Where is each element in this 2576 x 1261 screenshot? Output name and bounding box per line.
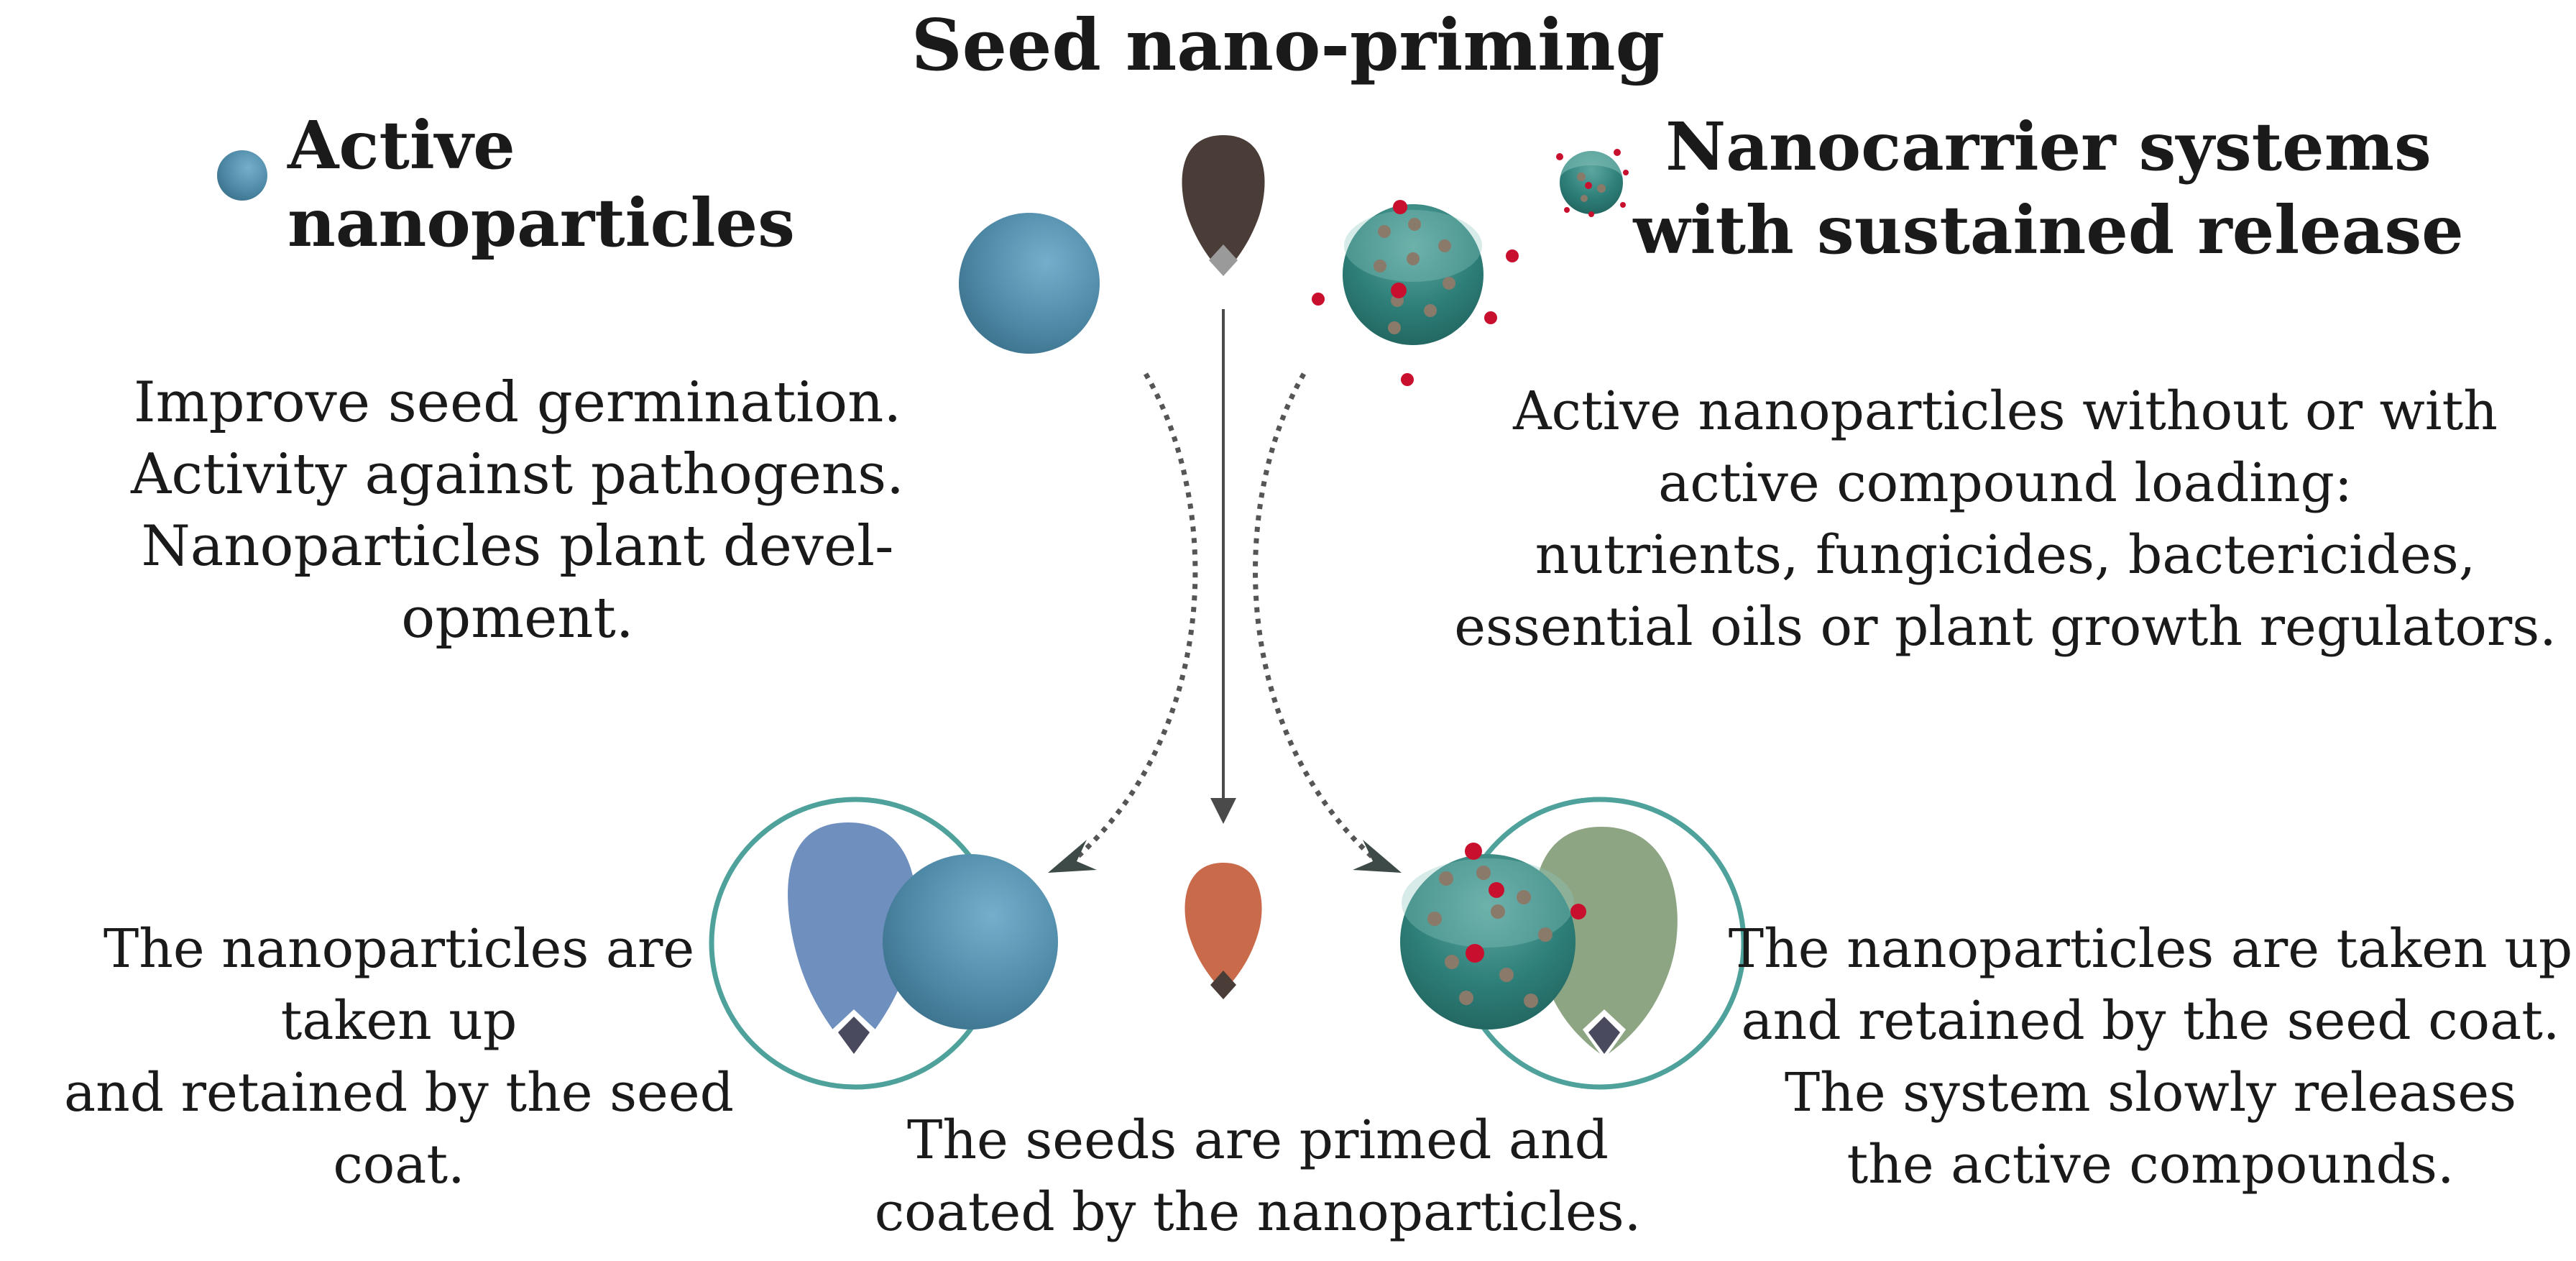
nanocarrier-sphere (1312, 200, 1519, 386)
legend-nanocarrier-icon (1556, 149, 1629, 217)
left-coated-seed-group (709, 797, 1058, 1090)
primed-seed-icon (1184, 863, 1262, 999)
legend-nanoparticle-icon (217, 150, 267, 201)
priming-result: The seeds are primed and coated by the n… (874, 1109, 1642, 1243)
nanocarrier-systems-heading: Nanocarrier systems with sustained relea… (1633, 108, 2464, 269)
seed-icon (1182, 135, 1265, 276)
active-nanoparticles-heading: Active nanoparticles (288, 106, 795, 262)
nanoparticle-sphere (959, 213, 1100, 354)
right-coated-seed-group (1400, 797, 1747, 1090)
active-nanoparticles-description: Improve seed germination. Activity again… (131, 370, 904, 651)
left-uptake-result: The nanoparticles are taken up and retai… (63, 918, 735, 1196)
right-uptake-arrow (1253, 372, 1389, 872)
diagram-title: Seed nano-priming (911, 4, 1665, 87)
nanocarrier-systems-description: Active nanoparticles without or with act… (1454, 380, 2557, 658)
right-uptake-result: The nanoparticles are taken up and retai… (1728, 918, 2573, 1196)
left-uptake-arrow (1060, 372, 1198, 872)
